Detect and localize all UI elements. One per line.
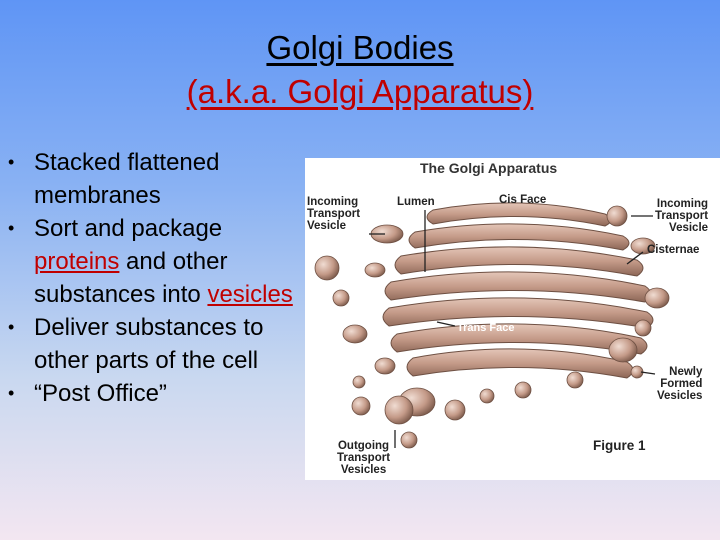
bullet-text-part: and other substances into [34, 248, 228, 308]
bullet-item: • Deliver substances to other parts of t… [8, 311, 308, 377]
title-alias: (a.k.a. Golgi Apparatus) [186, 73, 534, 110]
term-vesicles[interactable]: vesicles [207, 281, 293, 308]
figure-title: The Golgi Apparatus [420, 160, 558, 176]
bullet-item: • “Post Office” [8, 377, 308, 410]
slide-title: Golgi Bodies (a.k.a. Golgi Apparatus) [0, 26, 720, 114]
bullet-text: Stacked flattened membranes [34, 149, 220, 209]
bullet-item: • Sort and package proteins and other su… [8, 212, 308, 311]
bullet-glyph: • [8, 218, 15, 238]
bullet-glyph: • [8, 383, 15, 403]
label-cis-face: Cis Face [499, 194, 547, 206]
bullet-glyph: • [8, 317, 15, 337]
bullet-text: “Post Office” [34, 380, 167, 407]
golgi-illustration [314, 202, 670, 449]
pointer-lines [369, 210, 656, 448]
bullet-item: • Stacked flattened membranes [8, 146, 308, 212]
label-incoming-right: Incoming Transport Vesicle [655, 198, 709, 234]
term-proteins[interactable]: proteins [34, 248, 120, 275]
cisternae-stack [382, 202, 654, 379]
golgi-figure: The Golgi Apparatus Incoming Transport V… [305, 158, 720, 480]
figure-caption: Figure 1 [593, 438, 646, 453]
vesicles [314, 205, 670, 449]
label-trans-face: Trans Face [457, 322, 515, 334]
bullet-text: Deliver substances to other parts of the… [34, 314, 264, 374]
title-main: Golgi Bodies [266, 29, 454, 66]
bullet-text-part: Sort and package [34, 215, 223, 242]
label-cisternae: Cisternae [647, 244, 700, 256]
bullet-list: • Stacked flattened membranes • Sort and… [8, 146, 308, 410]
label-outgoing: Outgoing Transport Vesicles [337, 440, 391, 476]
label-newly-formed: Newly Formed Vesicles [657, 366, 703, 402]
label-incoming-left: Incoming Transport Vesicle [307, 196, 361, 232]
bullet-glyph: • [8, 152, 15, 172]
label-lumen: Lumen [397, 196, 435, 208]
